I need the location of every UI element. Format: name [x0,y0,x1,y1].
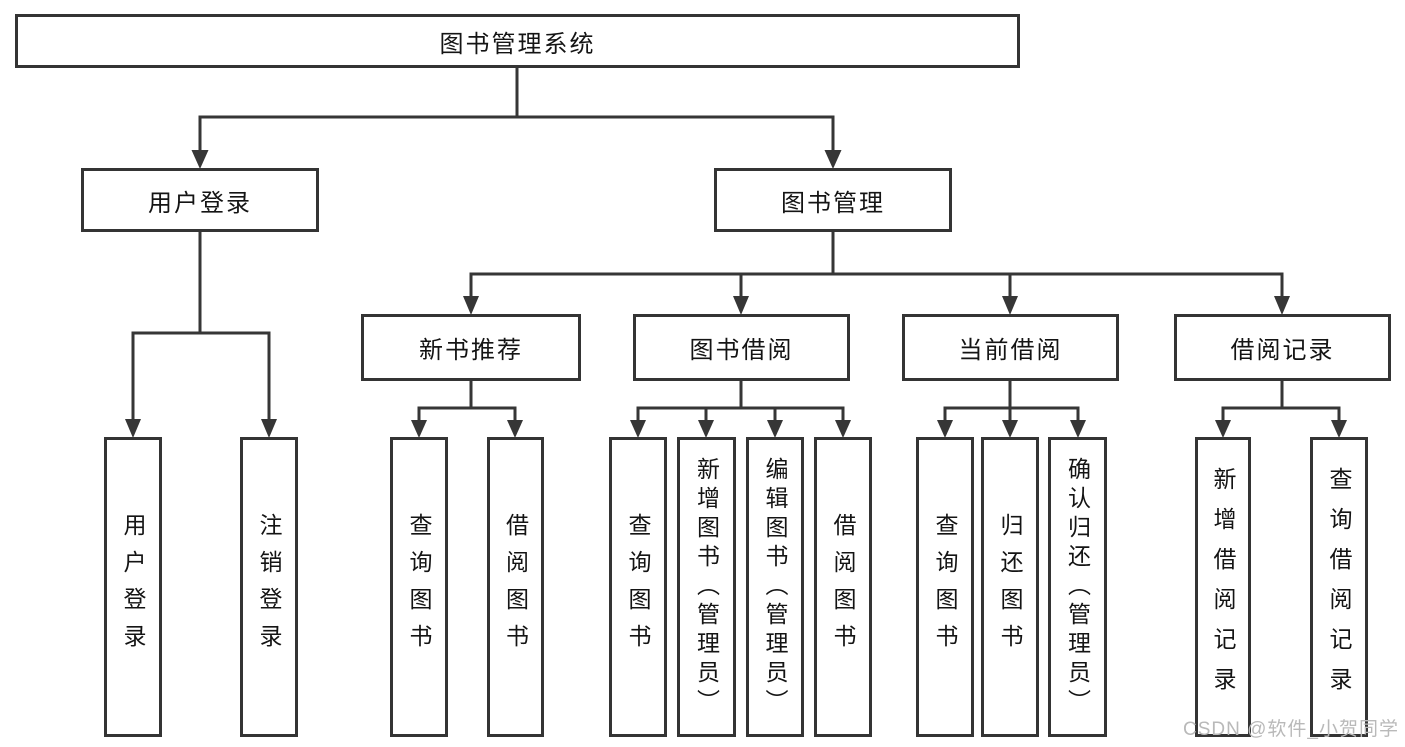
leaf-query-books-current-label: 查询图书 [932,513,958,661]
leaf-query-books-current: 查询图书 [916,437,974,737]
leaf-borrow-books: 借阅图书 [814,437,872,737]
leaf-borrow-books-recommend-label: 借阅图书 [502,513,529,661]
connector-borrow-to-leaves [630,379,851,438]
connector-root-to-level2 [191,66,842,169]
connector-newbook-to-leaves [411,379,523,438]
leaf-query-books-recommend-label: 查询图书 [406,513,432,661]
leaf-user-login-label: 用户登录 [120,513,146,661]
leaf-edit-books-admin-label: 编辑图书（管理员） [762,456,788,718]
leaf-confirm-return-admin-label: 确认归还（管理员） [1064,456,1091,718]
leaf-add-borrow-record: 新增借阅记录 [1195,437,1251,737]
node-root: 图书管理系统 [15,14,1020,68]
leaf-add-books-admin: 新增图书（管理员） [677,437,736,737]
node-borrow-records: 借阅记录 [1174,314,1391,381]
leaf-add-books-admin-label: 新增图书（管理员） [693,456,720,718]
leaf-add-borrow-record-label: 新增借阅记录 [1210,467,1236,707]
connector-records-to-leaves [1215,379,1347,438]
connector-bookmgmt-to-level3 [463,230,1290,315]
connector-current-to-leaves [937,379,1086,438]
node-book-borrow: 图书借阅 [633,314,850,381]
leaf-query-borrow-record-label: 查询借阅记录 [1326,467,1352,707]
leaf-borrow-books-recommend: 借阅图书 [487,437,544,737]
leaf-borrow-books-label: 借阅图书 [830,513,856,661]
leaf-logout-login-label: 注销登录 [256,513,282,661]
leaf-return-books: 归还图书 [981,437,1039,737]
node-user-login: 用户登录 [81,168,319,232]
leaf-query-books-recommend: 查询图书 [390,437,448,737]
leaf-edit-books-admin: 编辑图书（管理员） [746,437,804,737]
leaf-logout-login: 注销登录 [240,437,298,737]
node-current-borrow: 当前借阅 [902,314,1119,381]
connector-login-to-leaves [125,230,277,438]
node-book-management: 图书管理 [714,168,952,232]
leaf-query-books-borrow-label: 查询图书 [625,513,651,661]
leaf-query-borrow-record: 查询借阅记录 [1310,437,1368,737]
leaf-query-books-borrow: 查询图书 [609,437,667,737]
csdn-watermark: CSDN @软件_小贺同学 [1183,719,1399,740]
node-new-book-recommend: 新书推荐 [361,314,581,381]
leaf-return-books-label: 归还图书 [997,513,1023,661]
leaf-confirm-return-admin: 确认归还（管理员） [1048,437,1107,737]
leaf-user-login: 用户登录 [104,437,162,737]
